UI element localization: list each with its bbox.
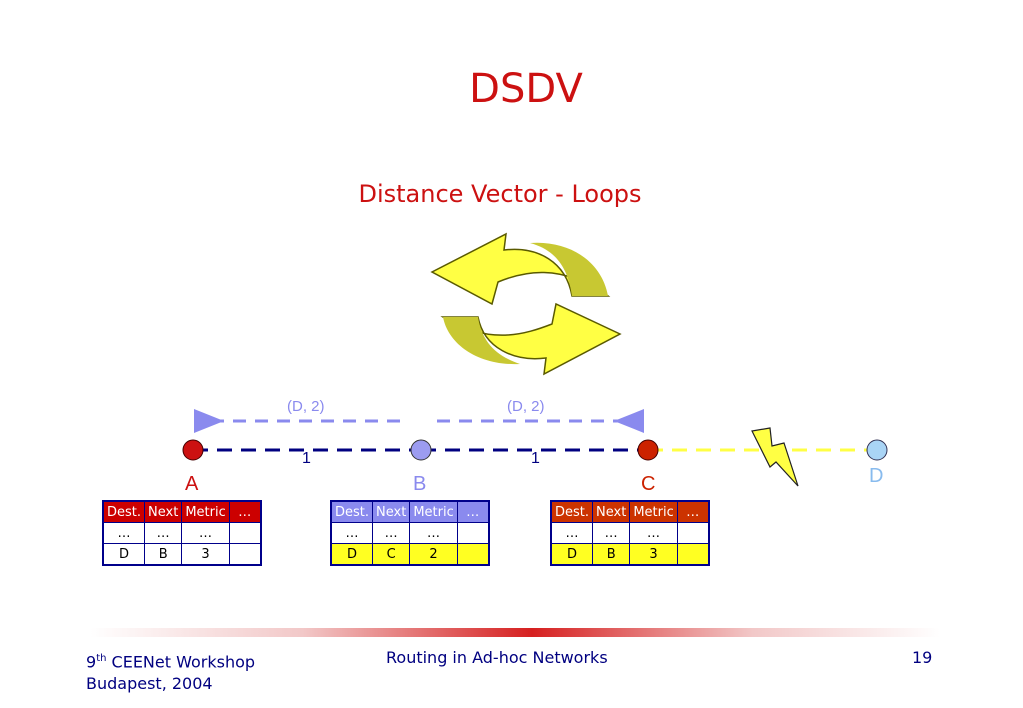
header-next: Next [592, 500, 631, 523]
cell: … [181, 522, 230, 544]
cell: … [330, 522, 374, 544]
cell: … [144, 522, 183, 544]
cell: 3 [629, 543, 678, 566]
header-dest: Dest. [550, 500, 594, 523]
header-dest: Dest. [102, 500, 146, 523]
node-label-b: B [413, 473, 427, 495]
cell: 3 [181, 543, 230, 566]
footer-presentation-title: Routing in Ad-hoc Networks [386, 648, 608, 667]
upper-arrow-shade [530, 242, 608, 296]
routing-table-a: Dest. Next Metric … … … … D B 3 [102, 500, 262, 566]
cell: … [372, 522, 411, 544]
cell [228, 543, 262, 566]
node-c [637, 439, 659, 461]
lower-curved-arrow [440, 302, 622, 376]
table-row-highlighted: D C 2 [330, 543, 490, 566]
table-row: … … … [330, 522, 490, 544]
link-metric-b-c: 1 [531, 450, 540, 467]
table-header-row: Dest. Next Metric … [102, 500, 262, 523]
cell [456, 543, 490, 566]
node-a [182, 439, 204, 461]
slide-title: DSDV [469, 66, 583, 112]
routing-table-b: Dest. Next Metric … … … … D C 2 [330, 500, 490, 566]
advertisement-label-right: (D, 2) [507, 398, 545, 415]
header-metric: Metric [409, 500, 458, 523]
header-next: Next [372, 500, 411, 523]
table-row: … … … [550, 522, 710, 544]
table-header-row: Dest. Next Metric … [550, 500, 710, 523]
footer-divider [90, 628, 940, 637]
cell [456, 522, 490, 544]
node-label-d: D [869, 465, 884, 487]
footer-workshop: 9th CEENet Workshop Budapest, 2004 [86, 648, 255, 695]
advertisement-label-left: (D, 2) [287, 398, 325, 415]
cell: … [550, 522, 594, 544]
routing-table-c: Dest. Next Metric … … … … D B 3 [550, 500, 710, 566]
header-more: … [228, 500, 262, 523]
lower-arrow-shade [443, 317, 520, 365]
workshop-ordinal-suffix: th [96, 653, 107, 664]
cell: C [372, 543, 411, 566]
table-header-row: Dest. Next Metric … [330, 500, 490, 523]
link-metric-a-b: 1 [302, 450, 311, 467]
node-label-a: A [185, 473, 199, 495]
node-b [410, 439, 432, 461]
header-metric: Metric [629, 500, 678, 523]
slide-subtitle: Distance Vector - Loops [358, 180, 642, 208]
cell: B [144, 543, 183, 566]
workshop-ordinal: 9 [86, 652, 97, 672]
cell: … [409, 522, 458, 544]
cycle-arrows-icon [430, 232, 622, 376]
cell: D [330, 543, 374, 566]
table-row: D B 3 [102, 543, 262, 566]
node-d [866, 439, 888, 461]
cell [676, 522, 710, 544]
cell: … [592, 522, 631, 544]
header-more: … [676, 500, 710, 523]
upper-curved-arrow [430, 232, 611, 306]
cell [228, 522, 262, 544]
table-row-highlighted: D B 3 [550, 543, 710, 566]
cell: D [550, 543, 594, 566]
header-more: … [456, 500, 490, 523]
node-label-c: C [641, 473, 656, 495]
header-dest: Dest. [330, 500, 374, 523]
cell [676, 543, 710, 566]
cell: … [629, 522, 678, 544]
header-metric: Metric [181, 500, 230, 523]
cell: D [102, 543, 146, 566]
workshop-name: CEENet Workshop [106, 652, 256, 672]
cell: B [592, 543, 631, 566]
lightning-icon [751, 427, 799, 487]
cell: … [102, 522, 146, 544]
header-next: Next [144, 500, 183, 523]
page-number: 19 [912, 648, 933, 667]
table-row: … … … [102, 522, 262, 544]
cell: 2 [409, 543, 458, 566]
workshop-location: Budapest, 2004 [86, 674, 213, 694]
